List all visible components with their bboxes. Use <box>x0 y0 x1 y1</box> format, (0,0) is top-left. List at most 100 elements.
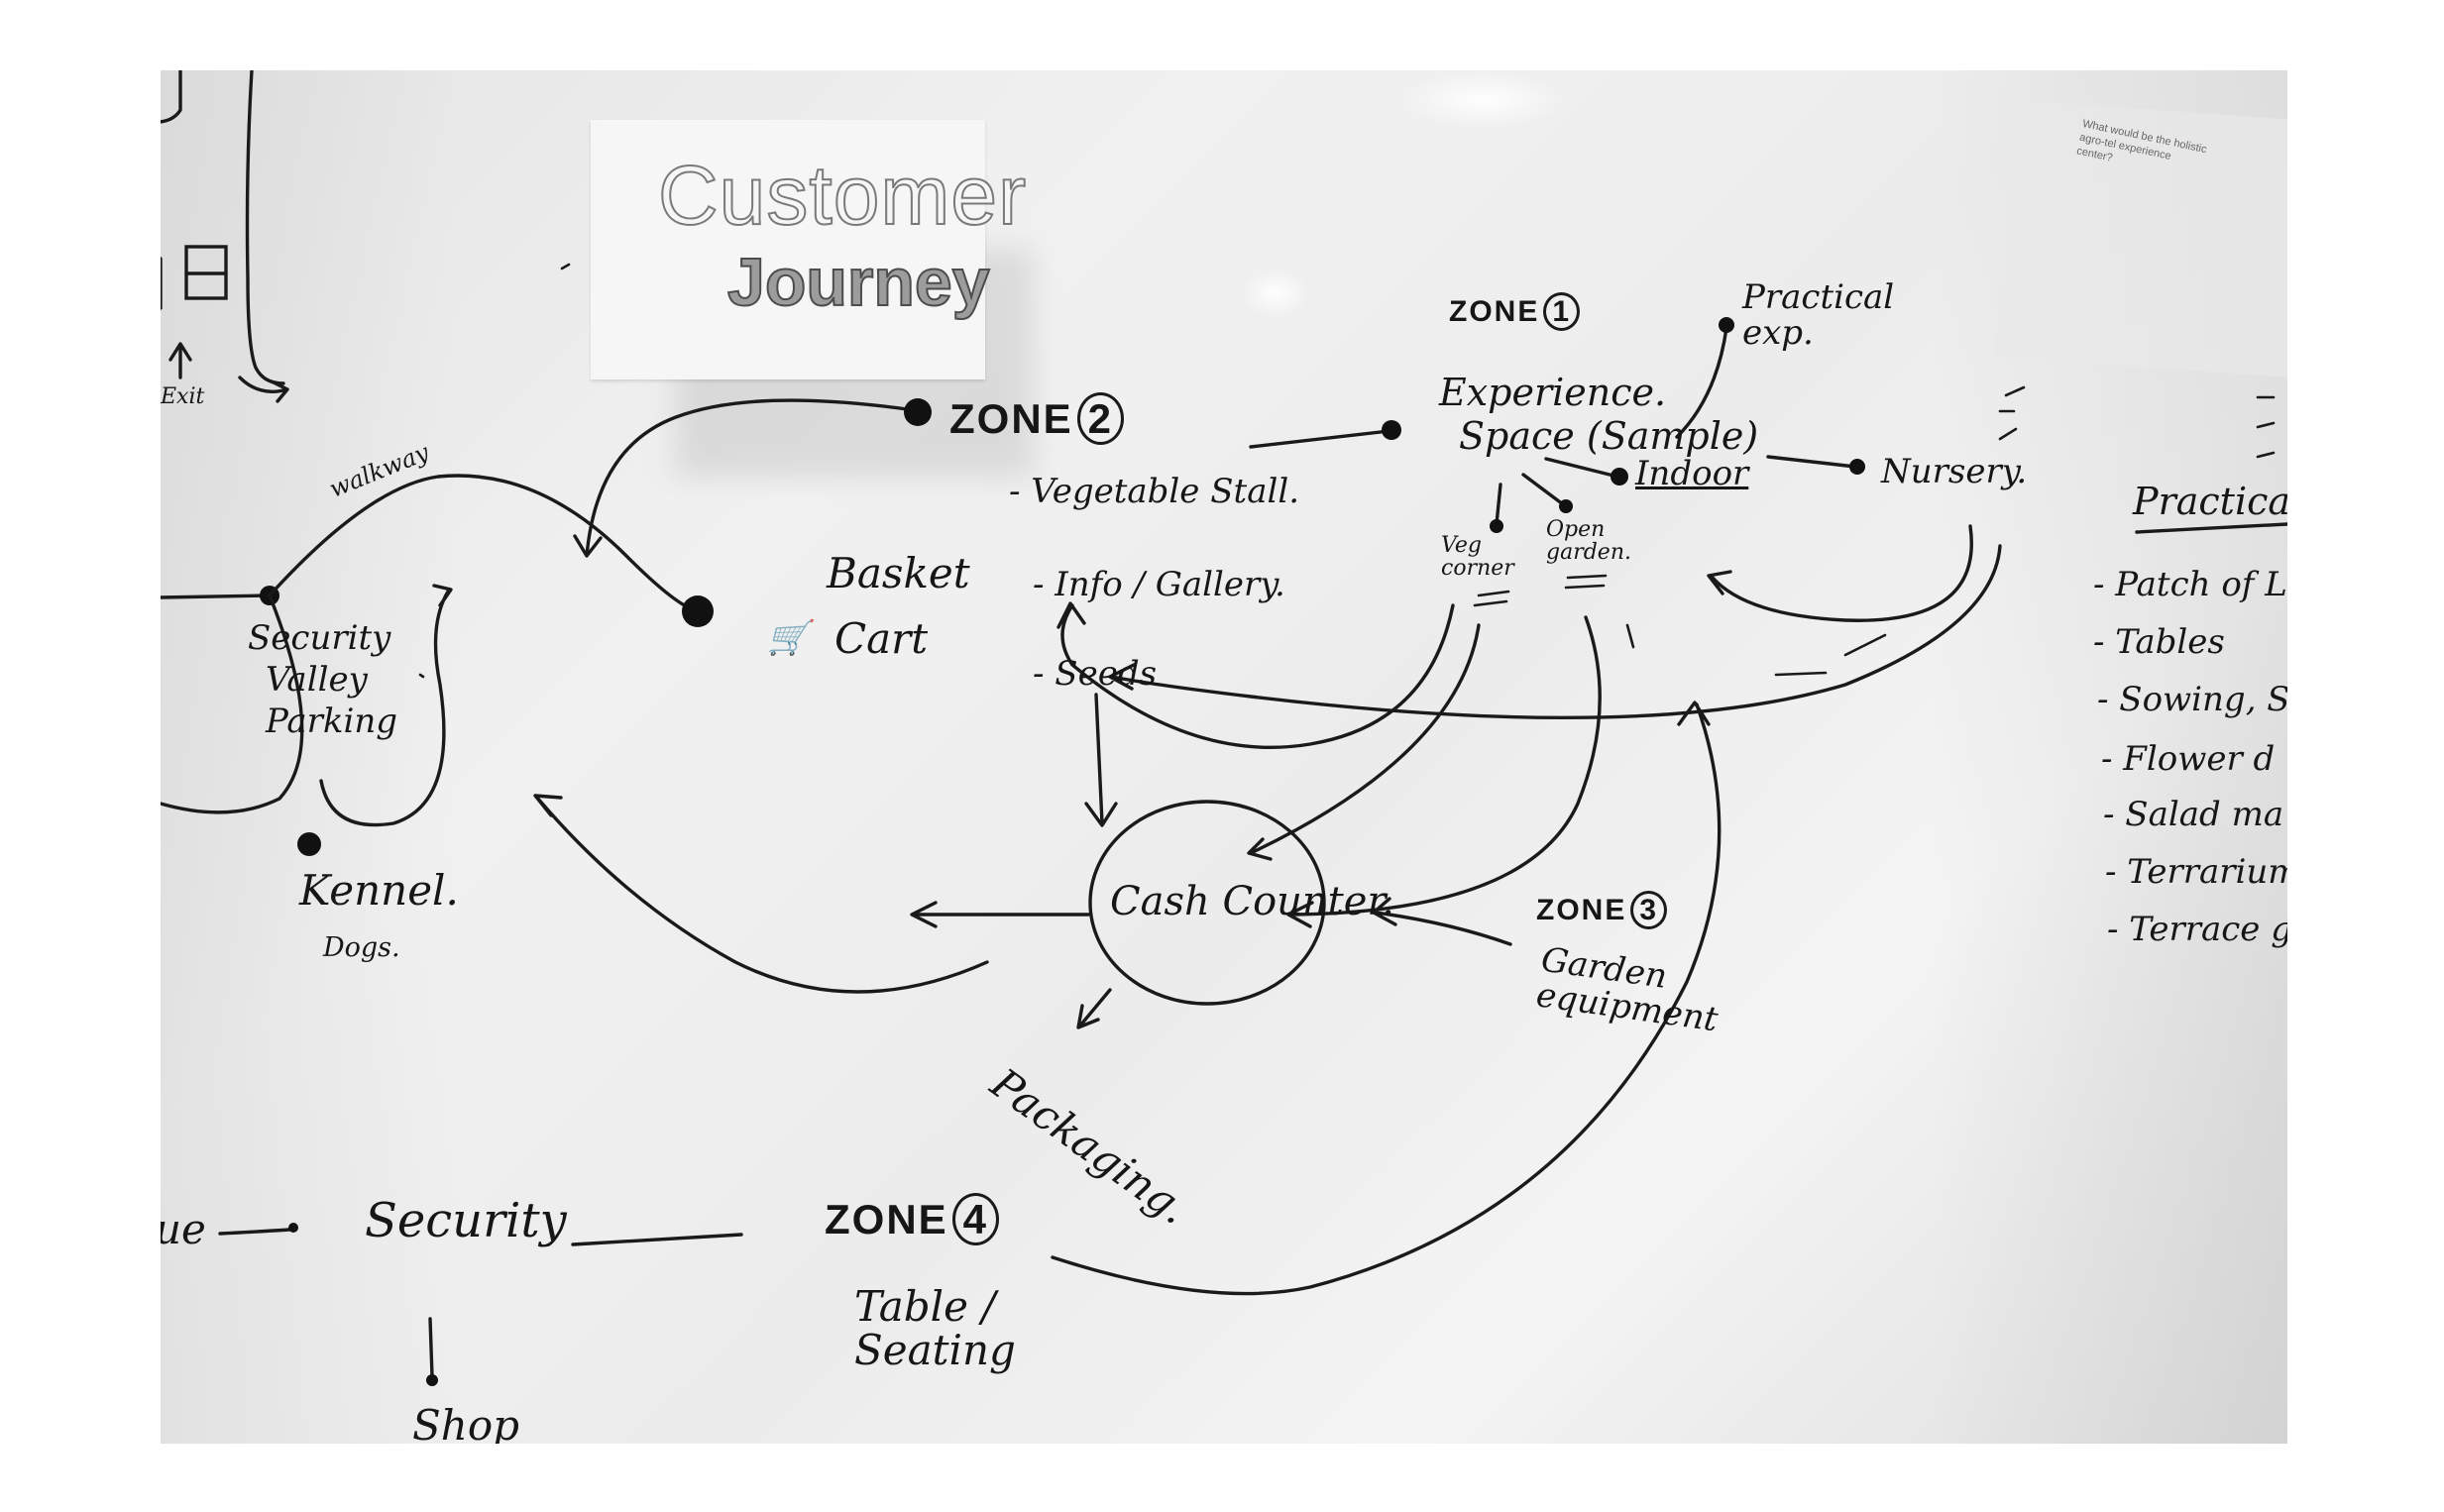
veg-underline <box>1473 590 1510 607</box>
practical-list-title: Practical E <box>2133 480 2287 523</box>
zone4-number: 4 <box>951 1193 1000 1245</box>
open-garden-to-cash-arrow <box>1286 615 1602 928</box>
zone1-number: 1 <box>1543 292 1581 331</box>
zone1-label: ZONE <box>1449 295 1540 328</box>
practical-list-item: - Salad ma <box>2103 795 2284 834</box>
practical-branch <box>1675 326 1728 439</box>
basket-label: Basket <box>827 549 970 597</box>
bottom-shop-label: Shop <box>412 1401 519 1444</box>
faint-stroke <box>1774 671 1828 677</box>
bottom-shop-dot <box>426 1374 438 1386</box>
open-garden-branch <box>1521 473 1565 506</box>
indoor-dot <box>1611 468 1628 486</box>
kennel-dot <box>297 832 321 856</box>
faint-stroke <box>1998 385 2026 441</box>
veg-to-cash-arrow <box>1247 623 1481 861</box>
seeds-to-cash-arrow <box>1084 693 1118 827</box>
light-glare <box>1241 269 1310 318</box>
practical-list-item: - Terrace ga <box>2107 910 2287 949</box>
bottom-security-dot <box>288 1223 298 1233</box>
nursery-return-arrow <box>1707 524 1973 622</box>
cash-to-packaging-arrow <box>1076 988 1112 1029</box>
cart-icon: 🛒 <box>767 618 810 658</box>
veg-corner-label: Veg corner <box>1441 533 1514 582</box>
parking-label: Parking <box>266 702 398 741</box>
open-garden-underline <box>1564 574 1608 590</box>
veg-branch <box>1495 483 1502 526</box>
sticky-note-title-line2: Journey <box>726 244 991 321</box>
practical-exp-label: Practical exp. <box>1742 277 1895 353</box>
practical-dot <box>1719 317 1734 333</box>
light-glare <box>1399 70 1568 130</box>
basket-cart-dot <box>682 595 714 627</box>
walkway-curve <box>161 594 304 814</box>
zone3-number: 3 <box>1630 891 1668 929</box>
exit-arrow-icon <box>238 376 289 403</box>
zone-link <box>1249 429 1391 449</box>
zone2-label: ZONE <box>949 395 1073 442</box>
exit-arrow-icon <box>168 342 192 379</box>
experience-dot <box>1382 420 1401 440</box>
veg-dot <box>1490 519 1503 533</box>
bottom-link <box>571 1233 743 1246</box>
cash-counter-label: Cash Counter. <box>1110 879 1394 924</box>
cash-counter-circle <box>1088 800 1326 1006</box>
practical-title-underline <box>2135 522 2287 534</box>
walkway-curve <box>319 584 453 827</box>
sticky-note: Customer Journey <box>591 120 1027 379</box>
zone2-item-seeds: - Seeds <box>1033 654 1158 694</box>
exit-label: Exit <box>161 384 205 409</box>
open-garden-dot <box>1559 499 1573 513</box>
walkway-curve <box>268 474 698 612</box>
zone2-number: 2 <box>1076 392 1125 445</box>
faint-stroke <box>1625 623 1635 649</box>
practical-list-item: - Flower d <box>2101 739 2276 779</box>
bottom-link <box>218 1228 291 1236</box>
valley-label: Valley <box>266 660 368 700</box>
sticky-note-title-line1: Customer <box>657 148 1028 243</box>
dogs-label: Dogs. <box>323 932 400 963</box>
cash-to-security-arrow <box>533 794 989 994</box>
nursery-label: Nursery. <box>1881 452 2028 491</box>
zone4-label: ZONE <box>825 1196 948 1242</box>
practical-list-item: - Terrarium <box>2105 852 2287 892</box>
zone2-item-vegetable-stall: - Vegetable Stall. <box>1009 472 1300 511</box>
left-frame-stroke <box>245 70 285 385</box>
kennel-label: Kennel. <box>299 866 459 915</box>
bottom-row-prefix: ue <box>161 1205 206 1253</box>
practical-list-item: - Tables <box>2093 622 2225 662</box>
faint-stroke <box>1843 633 1887 657</box>
zone4-loop-arrow <box>1051 701 1722 1296</box>
nursery-branch <box>1766 455 1857 469</box>
cart-label: Cart <box>834 614 929 663</box>
ink-strokes <box>161 70 2287 1386</box>
indoor-label: Indoor <box>1635 454 1749 493</box>
bottom-security-label: Security <box>365 1193 567 1248</box>
open-garden-label: Open garden. <box>1546 517 1631 566</box>
whiteboard: What would be the holistic agro-tel expe… <box>161 70 2287 1444</box>
faint-stroke <box>418 263 571 679</box>
walkway-curve <box>161 594 272 599</box>
zone3-to-cash-arrow <box>1372 897 1512 946</box>
table-seating-label: Table / Seating <box>854 1282 1016 1375</box>
zone2-item-info-gallery: - Info / Gallery. <box>1033 565 1285 604</box>
indoor-branch <box>1544 457 1619 479</box>
faint-stroke <box>2256 395 2276 459</box>
bottom-link <box>428 1317 434 1378</box>
cash-to-exit-arrow <box>910 901 1090 928</box>
zone2-dot <box>904 398 932 426</box>
experience-label-line2: Space (Sample) <box>1459 414 1759 458</box>
practical-list-item: - Sowing, S <box>2097 680 2287 719</box>
left-frame-stroke <box>161 70 182 124</box>
experience-label-line1: Experience. <box>1439 371 1667 414</box>
security-label: Security <box>248 618 391 658</box>
zone2-connector <box>573 398 916 558</box>
practical-list-item: - Patch of La <box>2093 565 2287 604</box>
nursery-to-seeds-arrow <box>1108 544 2002 720</box>
zone3-label: ZONE <box>1536 894 1627 926</box>
seeds-loop-arrow <box>1056 601 1455 750</box>
